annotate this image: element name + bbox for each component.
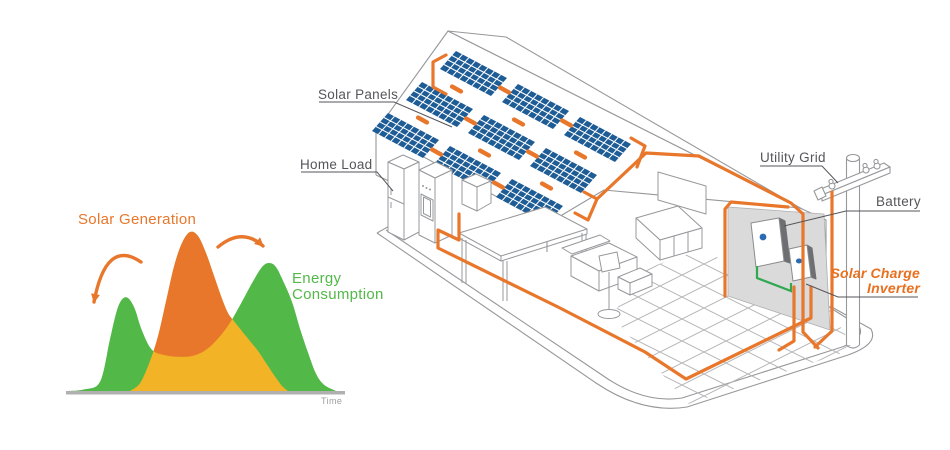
crossarm [813,158,891,202]
leader-home-load [301,171,394,192]
leader-solar-panels [319,101,453,128]
floor-inner-rim [385,229,862,400]
tv-stand [635,205,703,261]
dining-table [458,206,588,301]
utility-pole [845,153,861,349]
tiled-floor [612,250,854,404]
curved-arrow-left-icon [91,253,143,304]
fridge [387,154,420,241]
battery-logo-icon [759,233,767,241]
inverter-box [788,244,817,282]
flow-arrows [91,235,265,304]
curved-arrow-right-icon [216,235,265,249]
wire-wall-left [723,200,790,298]
leader-utility-grid [760,165,839,184]
wire-floor-loop [436,212,813,381]
battery-box [750,217,791,268]
inverter-logo-icon [795,258,803,264]
home-load-label: Home Load [300,157,373,172]
solar-charge-inverter-label: Solar Charge Inverter [830,265,920,296]
tv [657,171,707,215]
wire-roof-to-wall [573,151,820,350]
utility-grid-label: Utility Grid [760,150,826,165]
consumption-area [68,263,336,391]
floor-lamp [597,251,621,319]
counter [461,173,492,212]
energy-chart [66,231,345,395]
battery-label: Battery [876,194,921,209]
leader-inverter [805,283,918,298]
solar-excess-area [153,231,232,357]
green-wire [755,266,793,293]
solar-panels-label: Solar Panels [318,87,399,102]
orange-wiring [415,53,834,381]
floor-outer-rim [376,232,874,409]
time-axis-label: Time [321,396,343,406]
solar-generation-label: Solar Generation [78,211,197,228]
energy-consumption-label: Energy Consumption [292,270,384,303]
insulators [828,158,881,190]
panel-bracket-left [431,53,448,96]
leader-lines [301,101,920,298]
furniture [387,154,707,319]
sofa [561,234,653,296]
equipment-boxes [750,217,817,282]
wire-pole-drop [813,190,834,349]
oven [418,161,453,244]
panel-connector-dashes [415,84,588,191]
wire-inverter-drop [777,285,796,352]
leader-battery [783,210,920,227]
time-axis [66,391,345,395]
